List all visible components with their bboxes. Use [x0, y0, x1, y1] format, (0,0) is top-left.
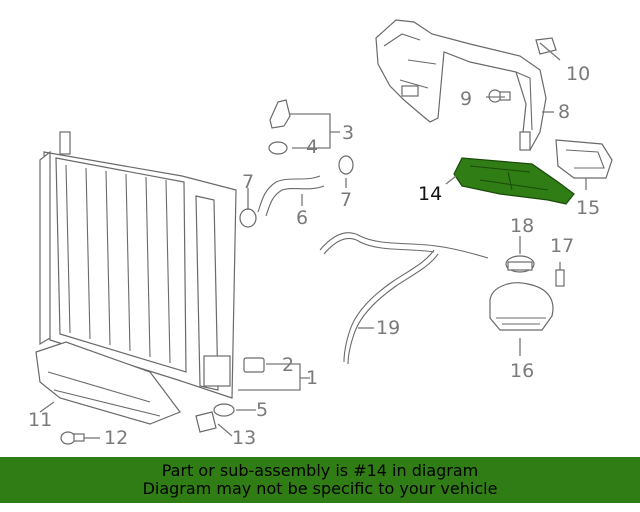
bracket-clip-part	[535, 37, 557, 55]
callout-8: 8	[558, 101, 570, 123]
radiator-part	[39, 131, 237, 399]
callout-18: 18	[510, 215, 534, 237]
callout-3: 3	[342, 122, 354, 144]
callout-7-right: 7	[340, 189, 352, 211]
callout-1: 1	[306, 367, 318, 389]
pushpin-part	[60, 431, 85, 445]
callout-17: 17	[550, 235, 574, 257]
coolant-reservoir-part	[489, 282, 554, 331]
upper-bracket-part	[375, 19, 547, 151]
highlighted-part-14	[453, 157, 575, 205]
side-bracket-part	[555, 139, 613, 179]
bolt-part	[488, 89, 511, 103]
callout-4: 4	[306, 136, 318, 158]
callout-5: 5	[256, 399, 268, 421]
upper-hose-part	[257, 175, 325, 217]
parts-diagram: 10 9 8 3 4 7 7 6 14 15 18 17 19 16 2 1 5…	[28, 19, 613, 449]
leader-lines	[39, 42, 587, 439]
callout-11: 11	[28, 409, 52, 431]
callout-14: 14	[418, 183, 442, 205]
callout-2: 2	[282, 354, 294, 376]
clamp-part-right	[338, 155, 354, 175]
callout-15: 15	[576, 197, 600, 219]
callout-7-left: 7	[242, 171, 254, 193]
callout-9: 9	[460, 88, 472, 110]
banner-line-2: Diagram may not be specific to your vehi…	[142, 479, 498, 498]
pressure-cap-part	[505, 255, 535, 273]
air-deflector-part	[35, 341, 181, 425]
callout-12: 12	[104, 427, 128, 449]
mount-bracket-part	[269, 99, 291, 129]
callout-19: 19	[376, 317, 400, 339]
callout-10: 10	[566, 63, 590, 85]
fitment-banner: Part or sub-assembly is #14 in diagram D…	[0, 457, 640, 503]
surge-hose-part	[319, 232, 489, 363]
callout-13: 13	[232, 427, 256, 449]
insulator-part	[268, 141, 288, 155]
grommet-part	[213, 403, 235, 417]
banner-line-1: Part or sub-assembly is #14 in diagram	[161, 461, 479, 480]
clamp-part-left	[239, 208, 257, 228]
callout-16: 16	[510, 360, 534, 382]
retainer-part	[195, 411, 217, 433]
screw-part	[555, 269, 565, 287]
callout-6: 6	[296, 207, 308, 229]
sensor-part	[243, 357, 265, 373]
